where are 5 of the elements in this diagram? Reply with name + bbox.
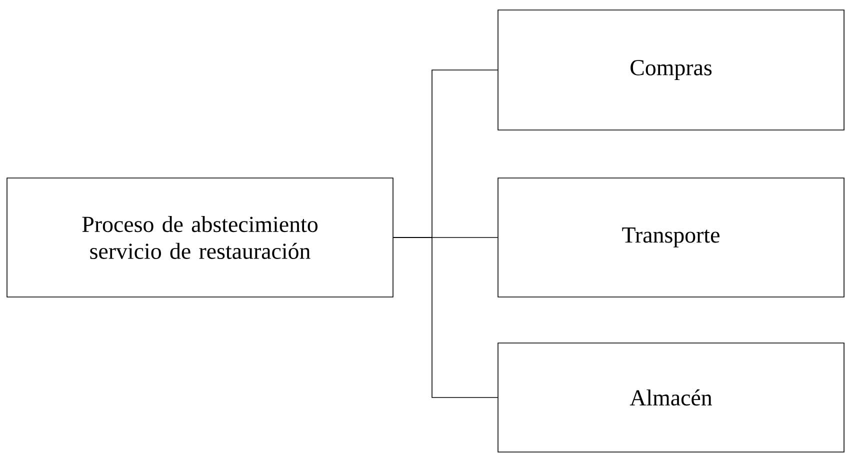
process-box: Transporte <box>498 178 844 298</box>
connector-line <box>393 237 498 398</box>
process-box: Almacén <box>498 342 844 452</box>
process-box: Proceso de abstecimiento servicio de restauración <box>6 178 394 298</box>
process-box: Compras <box>498 10 844 130</box>
